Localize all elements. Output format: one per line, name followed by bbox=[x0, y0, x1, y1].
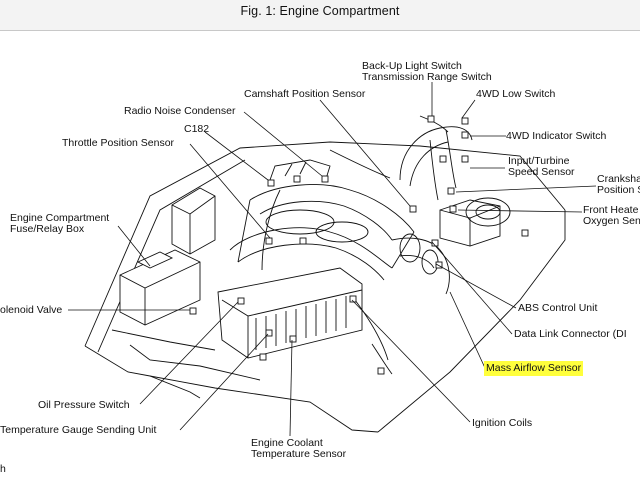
engine-block bbox=[217, 159, 415, 359]
label-oil-pressure-switch: Oil Pressure Switch bbox=[38, 399, 130, 411]
label-backup-light-switch: Back-Up Light Switch Transmission Range … bbox=[362, 60, 492, 83]
label-input-turbine-speed-sensor: Input/Turbine Speed Sensor bbox=[508, 155, 575, 178]
label-c182: C182 bbox=[184, 123, 210, 135]
label-abs-control-unit: ABS Control Unit bbox=[518, 302, 598, 314]
label-solenoid-valve: olenoid Valve bbox=[0, 304, 63, 316]
label-engine-coolant-temperature-sensor: Engine Coolant Temperature Sensor bbox=[251, 437, 347, 460]
label-throttle-position-sensor: Throttle Position Sensor bbox=[62, 137, 175, 149]
label-front-heated-oxygen-sensor: Front Heate Oxygen Sen bbox=[583, 204, 640, 227]
label-4wd-indicator-switch: 4WD Indicator Switch bbox=[506, 130, 607, 142]
figure-title: Fig. 1: Engine Compartment bbox=[240, 4, 400, 18]
label-camshaft-position-sensor: Camshaft Position Sensor bbox=[244, 88, 366, 100]
label-engine-fuse-relay-box: Engine Compartment Fuse/Relay Box bbox=[10, 212, 110, 235]
label-crankshaft-position-sensor: Cranksha Position S bbox=[597, 173, 640, 196]
fuse-relay-box bbox=[119, 187, 216, 326]
label-ignition-coils: Ignition Coils bbox=[472, 417, 533, 429]
compartment-outline bbox=[84, 141, 566, 433]
label-temperature-gauge-sending-unit: Temperature Gauge Sending Unit bbox=[0, 424, 157, 436]
label-mass-airflow-sensor: Mass Airflow Sensor bbox=[484, 361, 584, 376]
label-data-link-connector: Data Link Connector (DI bbox=[514, 328, 627, 340]
label-4wd-low-switch: 4WD Low Switch bbox=[476, 88, 556, 100]
leader-lines bbox=[68, 82, 597, 437]
connector-markers bbox=[189, 115, 529, 375]
figure-header: Fig. 1: Engine Compartment bbox=[0, 0, 640, 31]
corner-mark: h bbox=[0, 463, 6, 475]
label-radio-noise-condenser: Radio Noise Condenser bbox=[124, 105, 236, 117]
